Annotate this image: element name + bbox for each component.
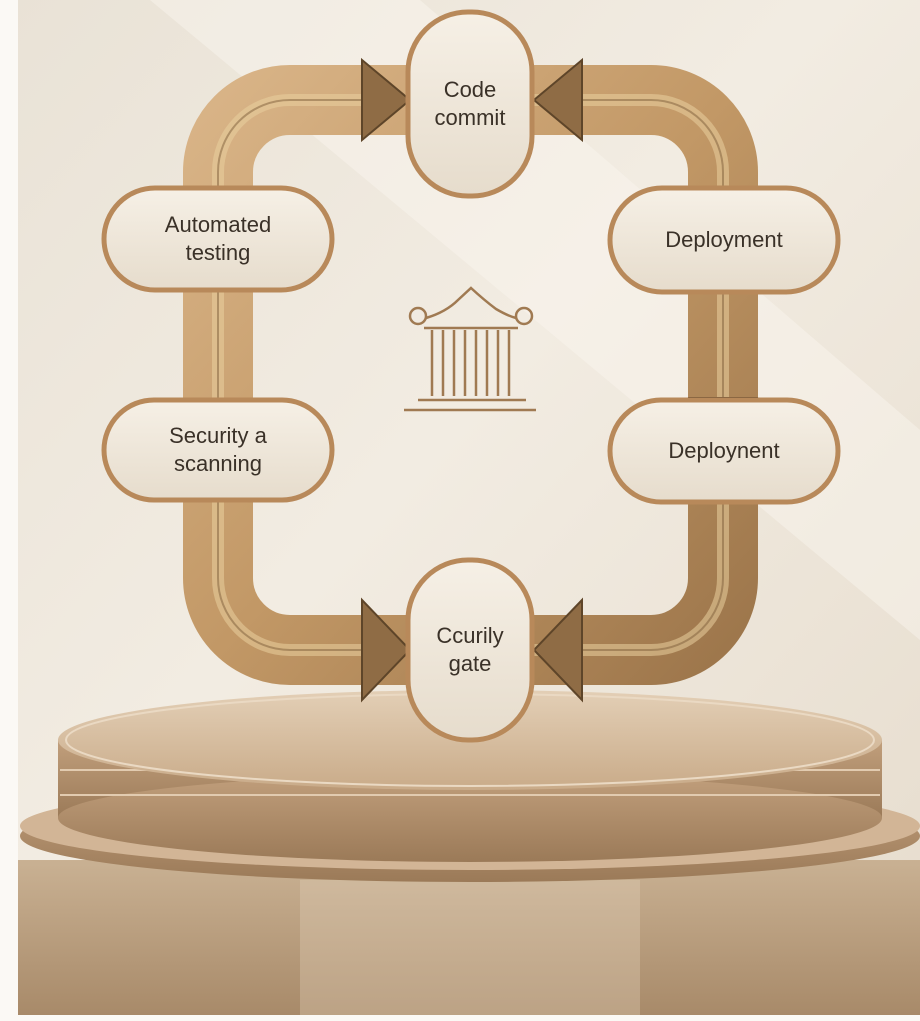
- node-deployment-bottom: [607, 397, 841, 505]
- arrow-into-code-commit-left: [361, 57, 412, 143]
- platform: [20, 690, 920, 882]
- node-security-scanning: [101, 397, 335, 503]
- node-shells: [101, 9, 841, 743]
- pavilion-icon: [404, 286, 536, 412]
- node-quality-gate: [405, 557, 535, 743]
- node-deployment-top: [607, 185, 841, 295]
- node-automated-testing: [101, 185, 335, 293]
- left-margin: [0, 0, 18, 1021]
- arrow-into-quality-gate-left: [361, 597, 412, 703]
- node-code-commit: [405, 9, 535, 199]
- floor-reflection: [300, 880, 640, 1015]
- arrow-into-code-commit-right: [532, 57, 583, 143]
- floor: [18, 860, 920, 1015]
- arrow-into-quality-gate-right: [532, 597, 583, 703]
- bottom-margin: [0, 1015, 920, 1021]
